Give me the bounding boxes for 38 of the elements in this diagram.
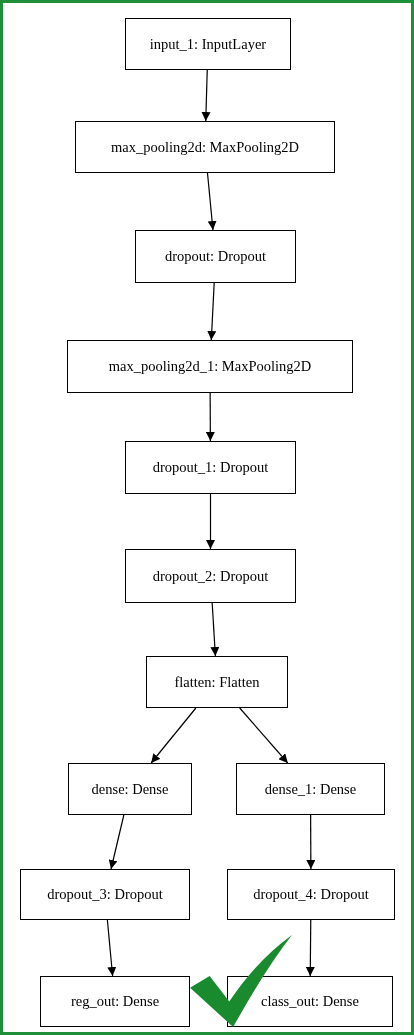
layer-box — [40, 976, 190, 1027]
layer-box — [125, 549, 296, 603]
arrow — [210, 602, 220, 657]
layer-label: dropout_4: Dropout — [253, 886, 369, 903]
layer-box — [20, 869, 190, 920]
layer-box — [227, 976, 393, 1027]
layer-label: dropout_1: Dropout — [152, 459, 269, 476]
layer-box — [146, 656, 288, 708]
layer-label: dense_1: Dense — [264, 780, 357, 798]
layer-label: dropout_3: Dropout — [47, 886, 163, 903]
layer-label: dropout: Dropout — [164, 248, 267, 265]
arrow — [206, 493, 215, 550]
arrow — [306, 814, 316, 870]
arrow — [206, 172, 217, 231]
layer-box — [125, 441, 296, 494]
layer-box — [68, 763, 192, 815]
layer-label: reg_out: Dense — [70, 993, 160, 1010]
layer-box — [236, 763, 385, 815]
layer-box — [135, 230, 296, 283]
layer-box — [67, 340, 353, 393]
arrow — [150, 707, 197, 764]
arrow — [305, 919, 315, 977]
arrow — [106, 919, 117, 977]
arrow — [201, 69, 211, 122]
arrow — [239, 707, 289, 764]
layer-label: class_out: Dense — [261, 993, 359, 1010]
arrow — [207, 282, 217, 341]
layer-label: max_pooling2d: MaxPooling2D — [110, 138, 300, 156]
layer-label: dense: Dense — [91, 780, 169, 798]
arrow — [205, 392, 215, 442]
layer-label: input_1: InputLayer — [149, 35, 267, 53]
layer-label: dropout_2: Dropout — [152, 567, 269, 585]
arrow — [108, 814, 125, 870]
layer-box — [75, 121, 335, 173]
layer-label: max_pooling2d_1: MaxPooling2D — [108, 358, 312, 375]
layer-label: flatten: Flatten — [174, 673, 260, 691]
layer-box — [125, 18, 291, 70]
layer-box — [227, 869, 395, 920]
